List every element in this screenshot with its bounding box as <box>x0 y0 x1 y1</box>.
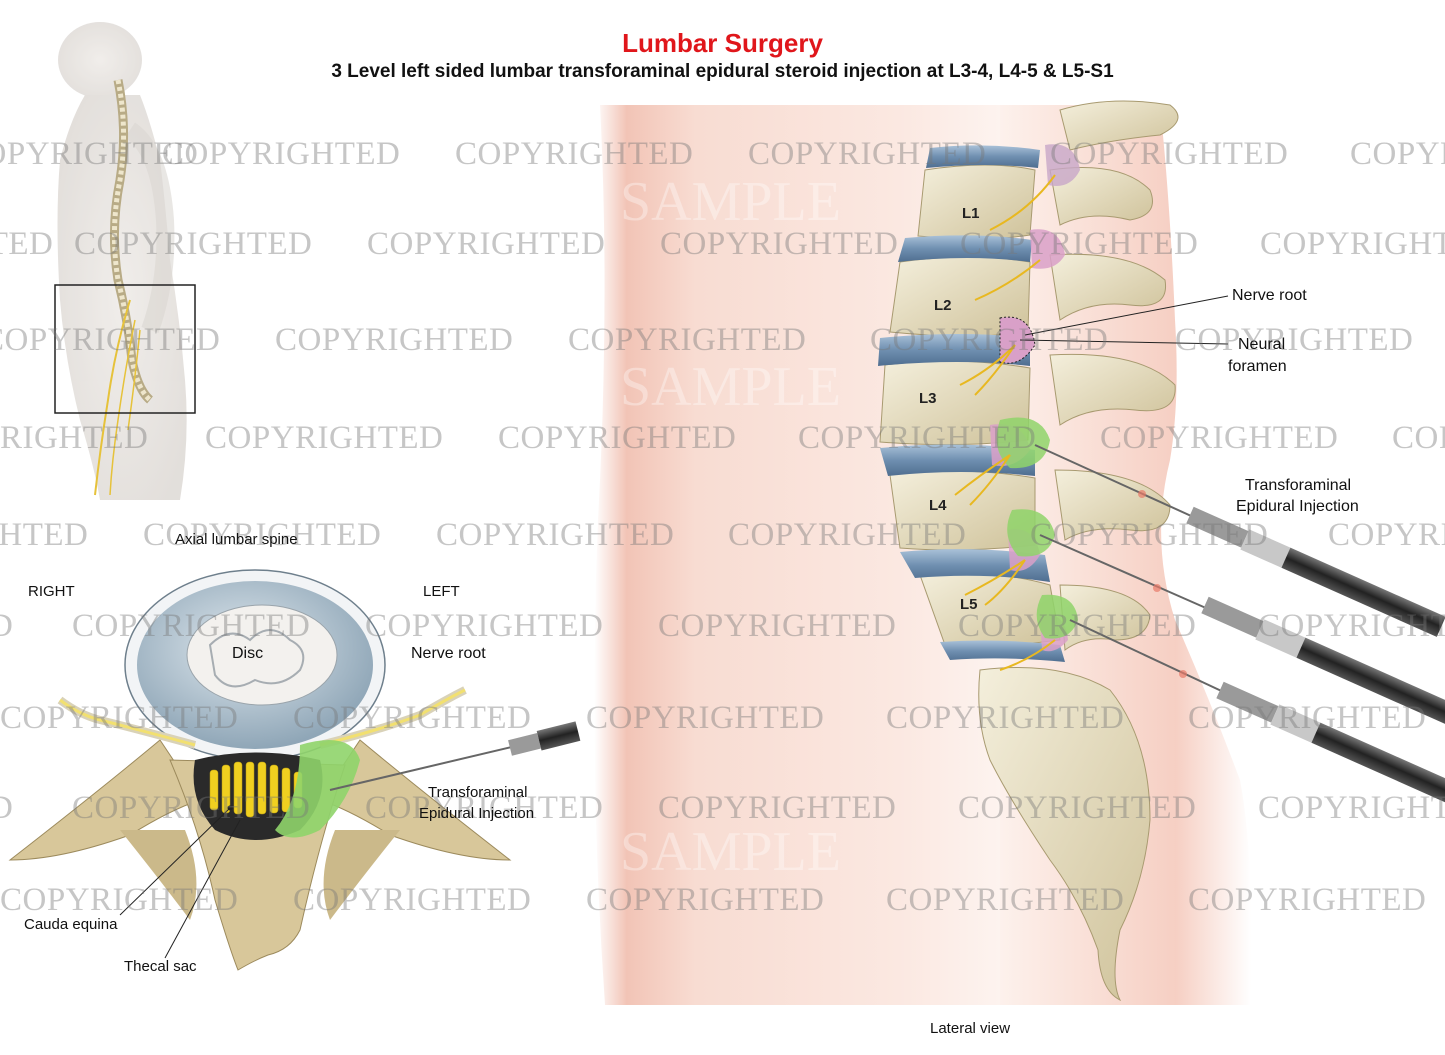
vertebra-label-l5: L5 <box>960 596 978 613</box>
lateral-needles <box>1034 444 1445 804</box>
lateral-injection-label-1: Transforaminal <box>1245 477 1352 494</box>
spine-miniature <box>94 79 154 496</box>
axial-right-label: RIGHT <box>28 583 75 600</box>
lateral-leader-lines <box>1019 295 1229 345</box>
page-title: Lumbar Surgery <box>622 28 823 58</box>
lateral-view-label: Lateral view <box>930 1020 1011 1037</box>
page-subtitle: 3 Level left sided lumbar transforaminal… <box>331 61 1114 82</box>
axial-heading: Axial lumbar spine <box>175 531 298 548</box>
lateral-nerve-root-label: Nerve root <box>1232 287 1307 304</box>
axial-left-label: LEFT <box>423 583 460 600</box>
lateral-spine <box>878 100 1179 1002</box>
vertebra-label-l1: L1 <box>962 205 980 222</box>
axial-disc-label: Disc <box>232 645 264 662</box>
axial-leader-lines <box>119 805 241 959</box>
neural-foramen-label-2: foramen <box>1228 358 1287 375</box>
axial-vertebra <box>8 569 512 971</box>
lateral-injection-label-2: Epidural Injection <box>1236 498 1359 515</box>
cauda-equina-label: Cauda equina <box>24 916 118 933</box>
vertebra-label-l2: L2 <box>934 297 952 314</box>
axial-needle <box>329 721 581 791</box>
axial-injection-label-2: Epidural Injection <box>419 805 535 822</box>
zoom-region-box <box>54 284 196 414</box>
vertebra-label-l3: L3 <box>919 390 937 407</box>
neural-foramen-label-1: Neural <box>1238 336 1286 353</box>
vertebra-label-l4: L4 <box>929 497 947 514</box>
axial-nerve-root-label: Nerve root <box>411 645 486 662</box>
axial-injection-label-1: Transforaminal <box>428 784 528 801</box>
thecal-sac-label: Thecal sac <box>124 958 197 975</box>
